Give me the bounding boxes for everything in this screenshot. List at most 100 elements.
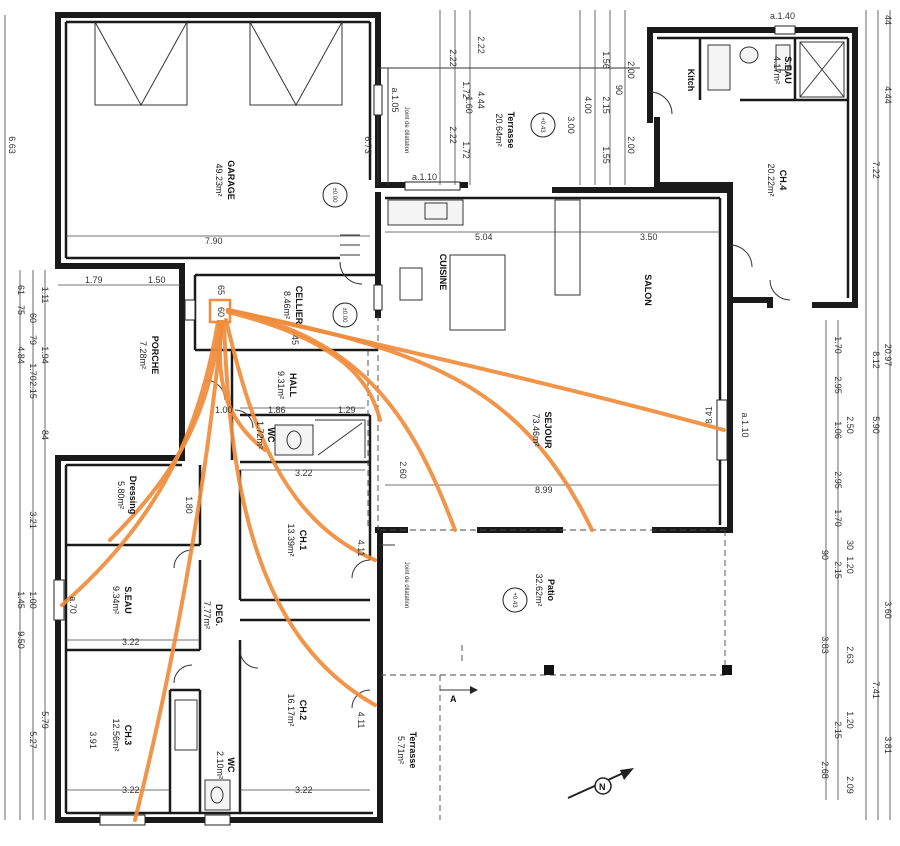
dim-salon-width: 3.50 [640,232,658,242]
opening-labels: a.1.40 a.1.05 a.1.10 a.1.10 a.70 [68,11,795,614]
level-markers: ±0.00 +0.43 ±0.00 +0.43 [322,112,556,613]
dim-right-f: 3.60 [883,601,893,619]
room-name-terrasse-top: Terrasse [506,112,516,149]
duct-cuisine [226,310,382,422]
dim-right-h: 3.81 [883,736,893,754]
dim-top-c: 4.44 [476,91,486,109]
room-name-ch2: CH.2 [298,700,308,721]
level-garage: ±0.00 [331,188,337,204]
room-name-ch3: CH.3 [123,725,133,746]
dim-sejour-width: 8.99 [535,485,553,495]
dim-right-e: 5.90 [871,416,881,434]
room-area-terrasse-top: 20.64m² [494,113,504,146]
dim-hall-c: 1.00 [215,405,233,415]
dim-text-horizontal: 7.90 5.04 3.50 8.99 1.79 1.50 1.86 1.29 … [85,232,658,795]
room-area-deg: 7.77m² [202,601,212,629]
dim-left-d: 1.70 [28,363,38,381]
dim-left-b: 4.84 [16,346,26,364]
dim-ch2-width: 3.22 [295,785,313,795]
room-area-wc-bottom: 2.10m² [215,751,225,779]
dim-cell-b: 60 [216,307,226,317]
dim-top-h: 3.00 [566,116,576,134]
dim-porche-a: 1.79 [85,275,103,285]
dim-right-k: 2.50 [845,416,855,434]
dim-right-x: 2.09 [845,776,855,794]
room-area-sejour: 73.46m² [531,413,541,446]
level-entry: ±0.00 [341,308,347,324]
dim-right-y: 44 [883,15,893,25]
garage-doors [94,21,343,107]
dim-right-w: 2.68 [820,761,830,779]
room-name-seau-top: S.EAU [783,56,793,84]
dim-ch3-width: 3.22 [122,785,140,795]
room-area-porche: 7.28m² [138,341,148,369]
dim-sejour-height: 8.41 [704,406,714,424]
room-name-deg: DEG. [214,604,224,626]
dim-top-k: 2.15 [601,96,611,114]
room-name-salon: SALON [643,274,653,306]
north-label: N [599,782,606,792]
dim-left-i: 61 [16,285,26,295]
dim-top-b: 1.72 [461,81,471,99]
opening-a110-top: a.1.10 [412,172,437,182]
room-area-ch1: 13.39m² [286,523,296,556]
dim-wc-side: 6.73 [363,136,373,154]
dim-top-a: 2.22 [448,49,458,67]
dim-right-q: 1.20 [845,556,855,574]
dim-top-e: 1.72 [461,141,471,159]
dim-left-g: 60 [28,313,38,323]
duct-ch2 [222,320,377,707]
room-name-wc-bottom: WC [226,758,236,773]
room-area-terrasse-bottom: 5.71m² [396,736,406,764]
room-name-seau-left: S.EAU [123,586,133,614]
dim-left-o: 9.50 [16,631,26,649]
opening-a110-right: a.1.10 [740,412,750,437]
room-area-ch2: 16.17m² [286,693,296,726]
dim-top-i: 4.00 [583,96,593,114]
room-name-dressing: Dressing [128,476,138,515]
dim-cell-a: 65 [216,285,226,295]
room-area-ch3: 12.56m² [111,718,121,751]
dim-left-h: 75 [16,305,26,315]
dim-top-f: 2.22 [476,36,486,54]
opening-a140: a.1.40 [770,11,795,21]
dim-right-t: 2.63 [845,646,855,664]
section-marker: A [440,686,478,704]
dim-right-c: 20.97 [883,344,893,367]
dim-ch1-h: 4.11 [356,540,366,557]
kitchen-fixtures [340,199,581,331]
dim-left-k: 84 [40,430,50,440]
duct-sejour-left [226,308,457,532]
room-area-dressing: 5.80m² [116,481,126,509]
room-area-hall: 9.31m² [276,371,286,399]
room-name-hall: HALL [288,373,298,397]
dim-right-b: 7.22 [871,161,881,179]
dim-left-p: 5.79 [40,711,50,729]
dim-left-m: 1.45 [16,591,26,609]
dim-porche-b: 1.50 [148,275,166,285]
room-area-ch4: 20.22m² [766,163,776,196]
dim-left-n: 1.00 [28,591,38,609]
dim-top-l: 1.55 [601,146,611,164]
room-name-cellier: CELLIER [294,286,304,325]
dim-right-s: 3.83 [820,636,830,654]
dim-right-g: 7.41 [871,681,881,699]
room-area-garage: 49.23m² [214,163,224,196]
dim-left-q: 5.27 [28,731,38,749]
dim-right-u: 1.20 [845,711,855,729]
level-patio: +0.43 [511,592,517,608]
dim-right-m: 2.95 [833,471,843,489]
room-area-seau-left: 9.34m² [111,586,121,614]
dim-text-vertical: 8.41 1.80 3.91 4.11 4.11 2.60 65 60 45 6… [7,15,893,794]
dim-top-n: 2.00 [626,136,636,154]
room-name-porche: PORCHE [150,336,160,375]
joint-label-bottom: Joint de dilatation [403,562,409,609]
dim-garage-width: 7.90 [205,236,223,246]
room-name-ch1: CH.1 [298,530,308,551]
dim-left-e: 1.94 [40,346,50,364]
dim-deg-h: 2.60 [398,461,408,479]
north-arrow: N [567,768,634,799]
dim-right-d: 8.12 [871,351,881,369]
dim-cell-c: 45 [290,335,300,345]
